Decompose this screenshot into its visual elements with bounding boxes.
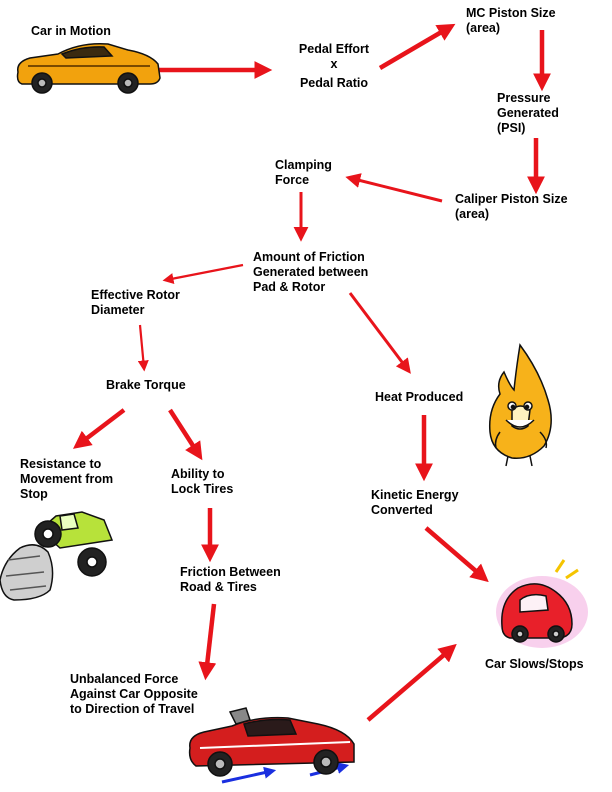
node-car-slows: Car Slows/Stops [485, 657, 584, 672]
node-road-friction-line-2: Road & Tires [180, 580, 257, 594]
node-kinetic-line-2: Converted [371, 503, 433, 517]
node-lock-tires-line-2: Lock Tires [171, 482, 234, 496]
node-caliper-line-2: (area) [455, 207, 490, 221]
node-pressure: Pressure Generated (PSI) [497, 91, 559, 136]
arrow-unbalanced-to-car-slows [366, 643, 457, 722]
node-heat-text: Heat Produced [375, 390, 464, 404]
node-rotor-line-2: Diameter [91, 303, 145, 317]
node-clamping: Clamping Force [275, 158, 332, 188]
node-pedal-effort-line-1: Pedal Effort [298, 42, 370, 56]
arrow-torque-to-lock [168, 408, 203, 461]
arrow-kinetic-to-car-slows [424, 526, 489, 583]
motion-arrow-2 [309, 762, 350, 777]
node-pedal-effort: Pedal Effort x Pedal Ratio [281, 42, 387, 91]
node-kinetic-line-1: Kinetic Energy [371, 488, 459, 502]
node-pedal-effort-line-2: x [330, 57, 338, 71]
node-friction-amount-line-2: Generated between [253, 265, 369, 279]
node-resistance-line-1: Resistance to [20, 457, 102, 471]
node-car-in-motion-text: Car in Motion [31, 24, 111, 38]
node-pressure-line-3: (PSI) [497, 121, 526, 135]
node-resistance: Resistance to Movement from Stop [20, 457, 113, 502]
arrow-friction-to-rotor [162, 263, 244, 284]
node-pressure-line-2: Generated [497, 106, 559, 120]
node-pedal-effort-line-3: Pedal Ratio [299, 76, 369, 90]
node-road-friction: Friction Between Road & Tires [180, 565, 281, 595]
node-friction-amount: Amount of Friction Generated between Pad… [253, 250, 368, 295]
node-road-friction-line-1: Friction Between [180, 565, 281, 579]
node-unbalanced-line-2: Against Car Opposite [70, 687, 198, 701]
node-heat: Heat Produced [375, 390, 463, 405]
node-lock-tires-line-1: Ability to [171, 467, 225, 481]
node-caliper: Caliper Piston Size (area) [455, 192, 568, 222]
node-unbalanced-line-1: Unbalanced Force [70, 672, 179, 686]
arrow-road-friction-to-unbalanced [198, 603, 217, 681]
arrow-rotor-to-torque [137, 324, 149, 372]
node-rotor: Effective Rotor Diameter [91, 288, 180, 318]
node-unbalanced: Unbalanced Force Against Car Opposite to… [70, 672, 198, 717]
node-rotor-line-1: Effective Rotor [91, 288, 180, 302]
node-mc-piston-line-1: MC Piston Size [466, 6, 556, 20]
node-friction-amount-line-3: Pad & Rotor [253, 280, 326, 294]
node-brake-torque-text: Brake Torque [106, 378, 186, 392]
node-pressure-line-1: Pressure [497, 91, 551, 105]
node-car-in-motion: Car in Motion [31, 24, 111, 39]
node-friction-amount-line-1: Amount of Friction [253, 250, 365, 264]
arrow-friction-to-heat [348, 292, 411, 374]
node-unbalanced-line-3: to Direction of Travel [70, 702, 195, 716]
node-clamping-line-1: Clamping [275, 158, 332, 172]
node-resistance-line-2: Movement from [20, 472, 114, 486]
node-clamping-line-2: Force [275, 173, 310, 187]
node-caliper-line-1: Caliper Piston Size [455, 192, 568, 206]
node-lock-tires: Ability to Lock Tires [171, 467, 233, 497]
node-mc-piston: MC Piston Size (area) [466, 6, 556, 36]
arrow-caliper-to-clamping [345, 173, 443, 203]
node-kinetic: Kinetic Energy Converted [371, 488, 459, 518]
arrow-torque-to-resistance [72, 408, 126, 449]
arrow-pedal-to-mc [378, 23, 456, 70]
node-mc-piston-line-2: (area) [466, 21, 501, 35]
node-resistance-line-3: Stop [20, 487, 48, 501]
node-car-slows-text: Car Slows/Stops [485, 657, 584, 671]
node-brake-torque: Brake Torque [106, 378, 186, 393]
motion-arrow-1 [221, 766, 277, 784]
